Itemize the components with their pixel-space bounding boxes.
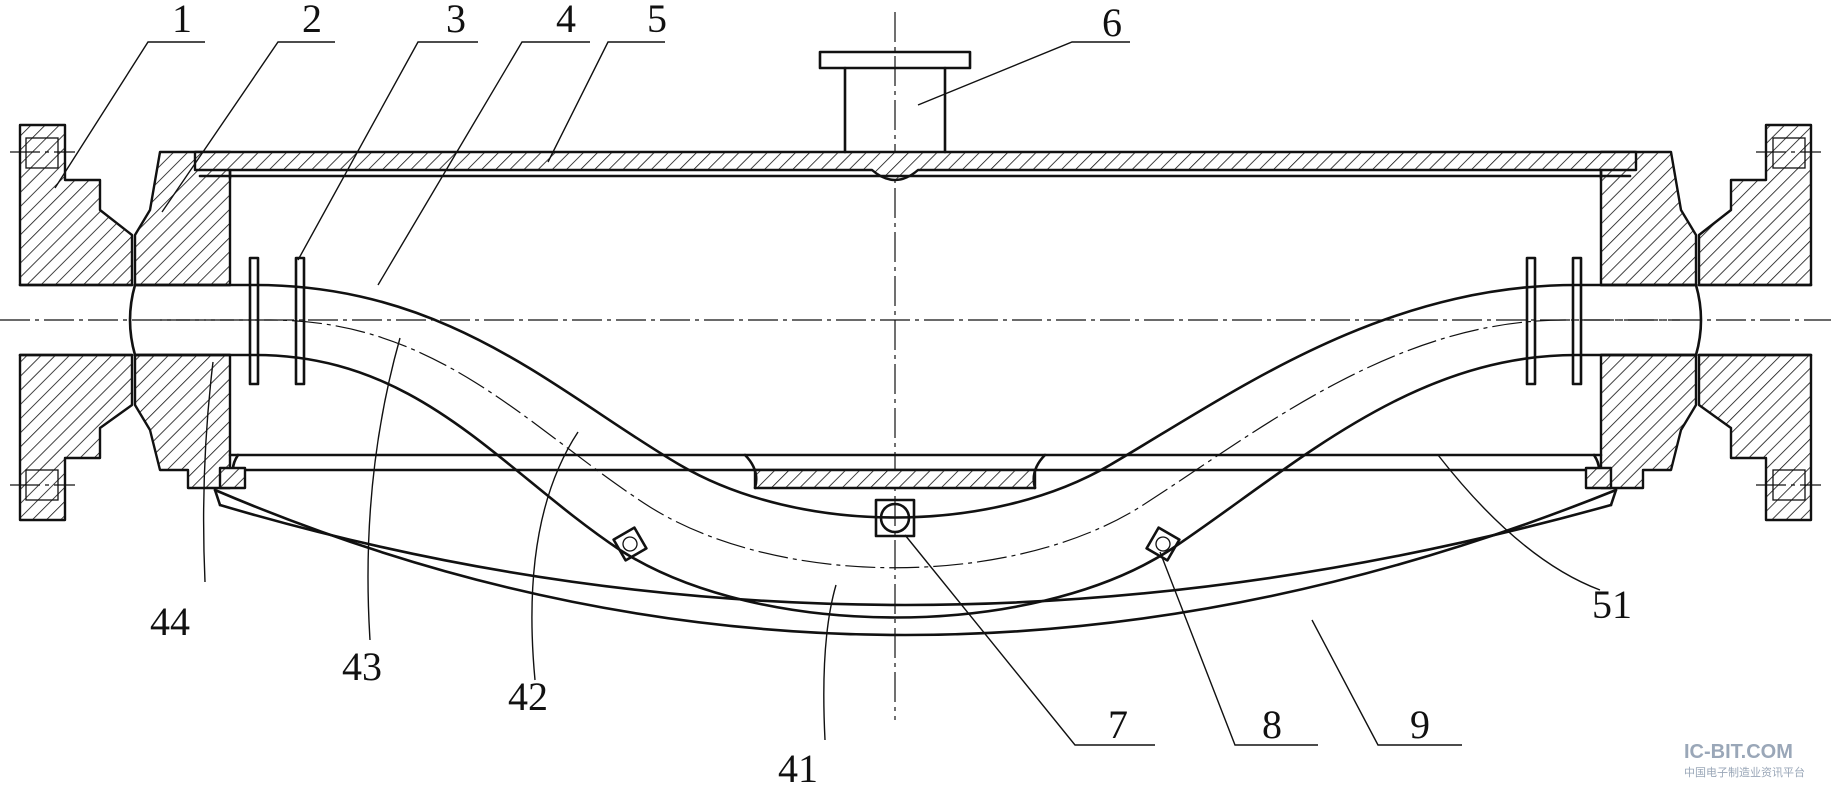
top-nozzle xyxy=(818,50,972,154)
support-ring-left-1 xyxy=(248,256,260,386)
support-ring-right-2 xyxy=(1571,256,1583,386)
label-4: 4 xyxy=(556,0,576,41)
label-8: 8 xyxy=(1262,702,1282,747)
driver-coil xyxy=(874,498,916,538)
label-7: 7 xyxy=(1108,702,1128,747)
label-41: 41 xyxy=(778,746,818,791)
support-ring-left-2 xyxy=(294,256,306,386)
nozzle-cap-plate xyxy=(818,50,972,70)
centerlines xyxy=(0,12,1831,720)
right-flange-bolt-hole-top xyxy=(1772,137,1806,169)
measurement-tube xyxy=(133,256,1698,619)
label-43: 43 xyxy=(342,644,382,689)
watermark-tagline: 中国电子制造业资讯平台 xyxy=(1684,765,1805,779)
bottom-shell xyxy=(228,453,1603,490)
label-9: 9 xyxy=(1410,702,1430,747)
left-flange xyxy=(10,123,134,522)
leader-lines xyxy=(54,41,1601,746)
watermark-brand: IC-BIT.COM xyxy=(1684,741,1793,763)
label-1: 1 xyxy=(172,0,192,41)
label-44: 44 xyxy=(150,599,190,644)
label-5: 5 xyxy=(647,0,667,41)
top-shell xyxy=(193,150,1638,182)
label-6: 6 xyxy=(1102,0,1122,45)
bottom-curved-cover xyxy=(213,466,1618,637)
label-42: 42 xyxy=(508,674,548,719)
right-flange xyxy=(1697,123,1821,522)
watermark: IC-BIT.COM 中国电子制造业资讯平台 xyxy=(1684,741,1805,779)
label-3: 3 xyxy=(446,0,466,41)
label-2: 2 xyxy=(302,0,322,41)
left-end-block xyxy=(128,150,232,490)
label-51: 51 xyxy=(1592,582,1632,627)
sensor-left xyxy=(612,526,648,562)
support-ring-right-1 xyxy=(1525,256,1537,386)
left-flange-bolt-hole-top xyxy=(25,137,59,169)
part-labels: 1 2 3 4 5 6 44 43 42 41 7 8 9 51 xyxy=(150,0,1632,791)
sensor-right xyxy=(1145,526,1181,562)
